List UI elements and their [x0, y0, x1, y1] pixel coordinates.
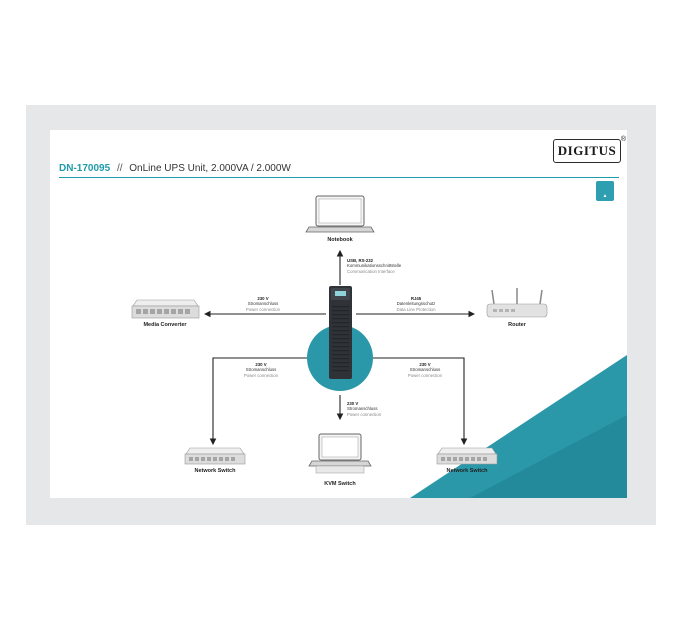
notebook-icon: [305, 195, 375, 233]
arrow-lower-right: [373, 357, 468, 446]
conn-lower-left-type: 230 V: [255, 362, 267, 367]
label-kvm-switch: KVM Switch: [324, 481, 356, 487]
conn-left-de: Stromanschluss: [247, 301, 279, 307]
conn-label-lower-left: 230 V Stromanschluss Power connection: [236, 362, 286, 378]
label-media-converter: Media Converter: [143, 322, 187, 328]
switch-icon: [184, 447, 246, 465]
badge-icon: ▲: [596, 181, 614, 201]
conn-lower-right-type: 230 V: [419, 362, 431, 367]
conn-bottom-de: Stromanschluss: [347, 406, 378, 412]
digitus-logo: DIGITUS ®: [553, 136, 626, 163]
ups-tower-icon: [329, 286, 352, 379]
logo-text: DIGITUS: [557, 143, 617, 158]
label-network-switch-left: Network Switch: [194, 468, 236, 474]
conn-top-de: Kommunikationsschnittstelle: [347, 263, 402, 269]
product-description: OnLine UPS Unit, 2.000VA / 2.000W: [129, 163, 291, 174]
product-code: DN-170095: [59, 163, 111, 174]
conn-lower-left-de: Stromanschluss: [245, 367, 277, 373]
conn-bottom-type: 230 V: [347, 401, 359, 406]
conn-right-en: Data Line Protection: [396, 306, 436, 312]
label-router: Router: [508, 322, 526, 328]
label-network-switch-right: Network Switch: [446, 468, 488, 474]
conn-top-type: USB, RS-232: [347, 258, 374, 263]
conn-bottom-en: Power connection: [347, 411, 382, 417]
conn-label-right: RJ45 Datenleitungsschutz Data Line Prote…: [384, 296, 448, 312]
conn-right-type: RJ45: [410, 296, 422, 301]
switch-icon: [436, 447, 498, 465]
arrows: [203, 249, 476, 446]
logo-mark: ®: [620, 136, 626, 143]
router-icon: [486, 288, 548, 318]
conn-left-type: 230 V: [257, 296, 269, 301]
conn-right-de: Datenleitungsschutz: [396, 301, 436, 307]
title-separator: //: [116, 163, 123, 174]
conn-top-en: Communication Interface: [347, 268, 395, 274]
conn-label-bottom: 230 V Stromanschluss Power connection: [347, 401, 381, 417]
kvm-switch-icon: [308, 433, 372, 474]
page-title: DN-170095 // OnLine UPS Unit, 2.000VA / …: [59, 163, 291, 174]
conn-lower-left-en: Power connection: [243, 372, 279, 378]
label-notebook: Notebook: [327, 237, 353, 243]
conn-label-left: 230 V Stromanschluss Power connection: [238, 296, 288, 312]
arrow-lower-left: [209, 357, 307, 446]
conn-left-en: Power connection: [245, 306, 281, 312]
media-converter-icon: [131, 299, 200, 319]
conn-lower-right-de: Stromanschluss: [409, 367, 441, 373]
conn-label-top: USB, RS-232 Kommunikationsschnittstelle …: [347, 258, 401, 274]
conn-label-lower-right: 230 V Stromanschluss Power connection: [400, 362, 450, 378]
conn-lower-right-en: Power connection: [407, 372, 443, 378]
title-underline: [59, 177, 619, 178]
